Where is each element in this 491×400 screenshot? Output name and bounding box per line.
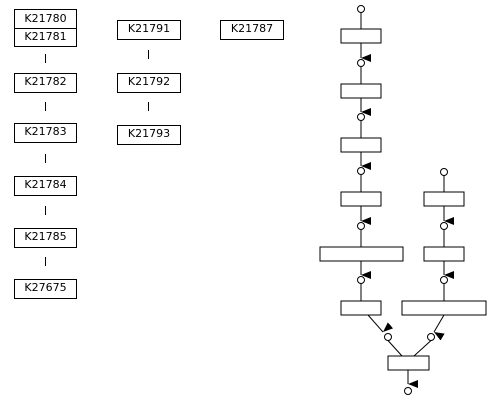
flow-node-circle [404,387,412,395]
k21784-box[interactable]: K21784 [14,176,77,196]
k21785-box[interactable]: K21785 [14,228,77,248]
flow-node-circle [440,168,448,176]
flow-node-circle [427,333,435,341]
connector-a2 [45,102,46,111]
connector-a3 [45,154,46,163]
flow-node-circle [357,276,365,284]
flow-step-box[interactable] [340,300,382,316]
flow-line [387,340,403,357]
k21791-box[interactable]: K21791 [117,20,181,40]
connector-b2 [148,102,149,111]
flow-step-box[interactable] [340,83,382,99]
connector-b1 [148,50,149,59]
flow-node-circle [357,222,365,230]
flow-node-circle [357,113,365,121]
k21792-box[interactable]: K21792 [117,73,181,93]
k21782-label: K21782 [24,75,67,88]
flow-step-box-wide[interactable] [401,300,487,316]
connector-a4 [45,206,46,215]
flow-step-box-wide[interactable] [319,246,404,262]
flow-node-circle [357,59,365,67]
k21787-box[interactable]: K21787 [220,20,284,40]
k21780-k21781-box[interactable]: K21780 K21781 [14,9,77,47]
k21792-label: K21792 [127,75,171,88]
k21787-label: K21787 [230,22,274,35]
k21785-label: K21785 [24,230,67,243]
flow-node-circle [357,167,365,175]
flow-node-circle [384,333,392,341]
flow-node-circle [357,5,365,13]
k27675-label: K27675 [24,281,67,294]
flow-step-box[interactable] [340,137,382,153]
connector-a5 [45,257,46,266]
k21783-label: K21783 [24,125,67,138]
k21784-label: K21784 [24,178,67,191]
k21781-label: K21781 [24,30,67,43]
flow-arrow [433,314,445,341]
flow-node-circle [440,222,448,230]
k21793-box[interactable]: K21793 [117,125,181,145]
flow-step-box[interactable] [423,191,465,207]
k21780-label: K21780 [24,12,67,25]
flow-step-box[interactable] [423,246,465,262]
k21783-box[interactable]: K21783 [14,123,77,143]
k27675-box[interactable]: K27675 [14,279,77,299]
k21791-label: K21791 [127,22,171,35]
flow-step-box[interactable] [340,28,382,44]
connector-a1 [45,54,46,63]
k21793-label: K21793 [127,127,171,140]
flow-line [413,340,432,357]
flow-merge-box[interactable] [387,355,430,371]
box-divider [15,28,76,29]
flow-node-circle [440,276,448,284]
flow-arrow [367,314,394,333]
flow-step-box[interactable] [340,191,382,207]
k21782-box[interactable]: K21782 [14,73,77,93]
